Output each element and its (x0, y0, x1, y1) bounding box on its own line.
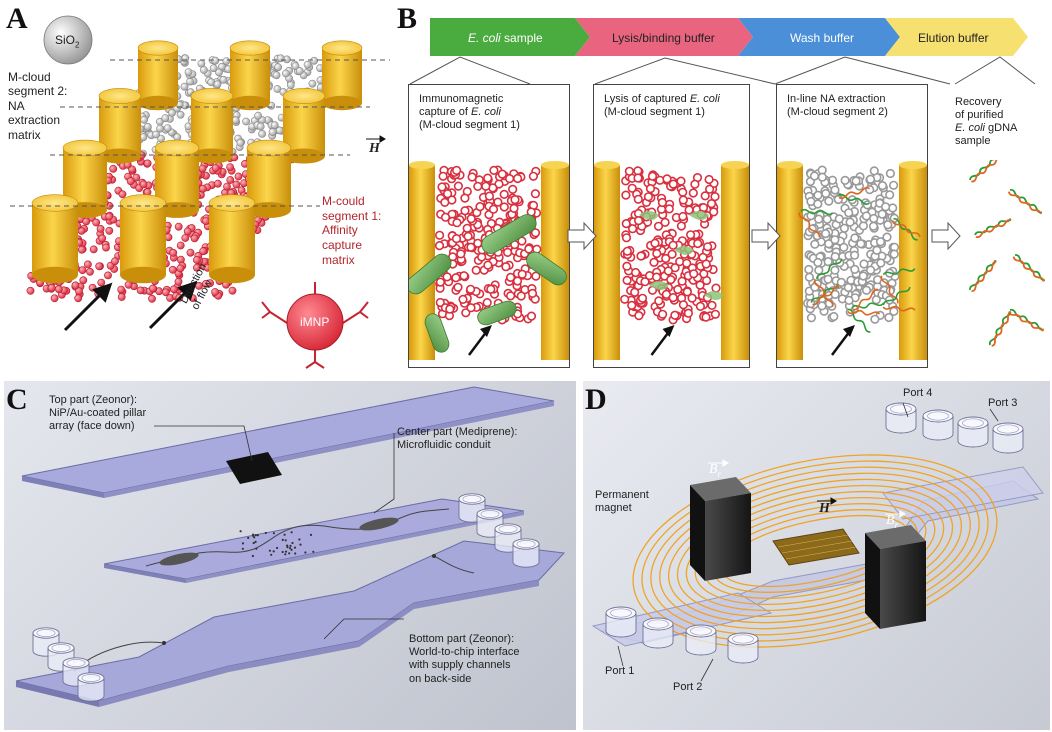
panel-d-letter: D (585, 383, 607, 416)
buffer-sequence-bar (430, 18, 1028, 56)
br-right-label: Br (886, 513, 899, 530)
port1-label: Port 1 (605, 665, 635, 677)
buffer-label-lysis: Lysis/binding buffer (612, 31, 715, 45)
segment2-label: M-cloud segment 2: NA extraction matrix (8, 70, 68, 142)
magnet-setup (591, 402, 1044, 682)
panel-b-letter: B (397, 2, 418, 35)
pillar-array (226, 452, 282, 484)
imnp-label: iMNP (300, 315, 330, 329)
buffer-step-ecoli (430, 18, 590, 56)
magnet-left (690, 477, 751, 581)
zoom-lines (409, 56, 1036, 85)
ports-1-2 (605, 606, 759, 664)
panel-a-letter: A (6, 2, 28, 35)
permanent-magnet-label: Permanent magnet (595, 489, 649, 515)
step-box-capture: Immunomagnetic capture of E. coli (M-clo… (408, 84, 570, 368)
step-text-capture: Immunomagnetic capture of E. coli (M-clo… (419, 93, 520, 132)
magnet-right (865, 525, 926, 629)
center-part-label: Center part (Mediprene): Microfluidic co… (397, 426, 518, 452)
panel-c: C Top part (Zeonor): NiP/Au-coated pilla… (4, 381, 576, 730)
buffer-step-lysis (575, 18, 753, 56)
imnp-particle (261, 282, 369, 369)
buffer-step-elution (885, 18, 1028, 56)
segment1-label: M-could segment 1: Affinity capture matr… (322, 194, 382, 267)
port4-label: Port 4 (903, 387, 933, 399)
buffer-step-wash (738, 18, 900, 56)
sio2-sphere (43, 15, 93, 65)
step-box-lysis: Lysis of captured E. coli (M-cloud segme… (593, 84, 750, 368)
bottom-part-label: Bottom part (Zeonor): World-to-chip inte… (409, 633, 520, 685)
sio2-label: SiO2 (55, 33, 80, 50)
panel-c-letter: C (6, 383, 28, 416)
panel-a-diagram (10, 15, 390, 369)
gold-pillars (31, 40, 363, 284)
port2-label: Port 2 (673, 681, 703, 693)
step-text-extraction: In-line NA extraction (M-cloud segment 2… (787, 93, 888, 119)
recovery-label: Recovery of purified E. coli gDNA sample (955, 96, 1018, 147)
flow-arrows (63, 280, 198, 332)
bottom-plate (15, 540, 566, 702)
br-left-label: Br (709, 462, 722, 479)
ports-front (32, 627, 105, 702)
ports-3-4 (885, 402, 1024, 454)
buffer-label-elution: Elution buffer (918, 31, 989, 45)
process-arrows (567, 221, 961, 251)
h-vector-label: H (369, 141, 380, 156)
step-text-lysis: Lysis of captured E. coli (M-cloud segme… (604, 93, 720, 119)
top-part-label: Top part (Zeonor): NiP/Au-coated pillar … (49, 394, 147, 433)
port3-label: Port 3 (988, 397, 1018, 409)
chip-exploded-view (15, 386, 566, 707)
layer-lines (10, 59, 390, 207)
buffer-label-wash: Wash buffer (790, 31, 855, 45)
buffer-label-ecoli: E. coli sample (468, 31, 543, 45)
h-field-vector (366, 135, 386, 143)
step-box-extraction: In-line NA extraction (M-cloud segment 2… (776, 84, 928, 368)
h-vector-label-d: H (819, 501, 830, 516)
ports-back (458, 493, 540, 568)
panel-d: D Permanent magnet Br H Br Port 1 Port 2… (583, 381, 1050, 730)
purified-dna-strands (969, 160, 1045, 347)
